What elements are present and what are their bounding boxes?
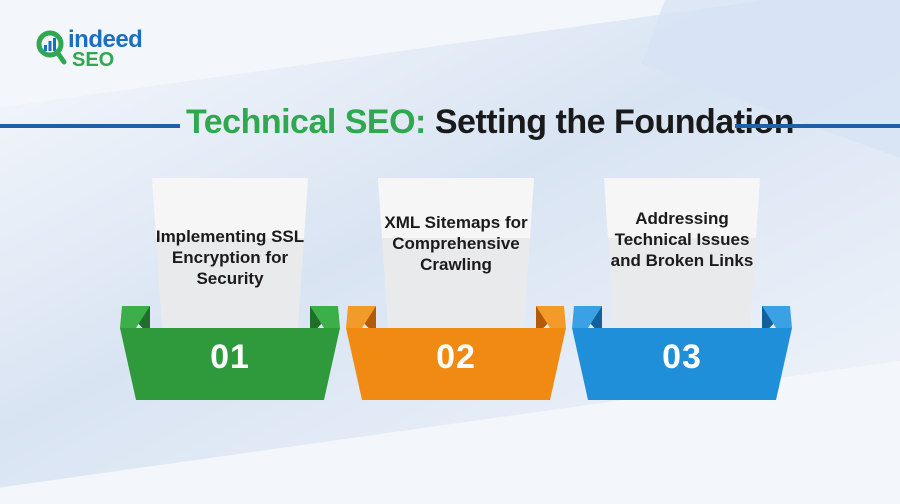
- step-text: Implementing SSL Encryption for Security: [155, 227, 305, 288]
- step-number: 01: [210, 338, 250, 376]
- step-card-1: Implementing SSL Encryption for Security…: [112, 178, 348, 408]
- logo-brand: indeed: [68, 26, 143, 53]
- step-text: Addressing Technical Issues and Broken L…: [610, 209, 754, 270]
- step-card-2: XML Sitemaps for Comprehensive Crawling …: [338, 178, 574, 408]
- step-card-graphic: [346, 178, 566, 400]
- page-title: Technical SEO: Setting the Foundation: [186, 102, 795, 142]
- title-highlight: Technical SEO:: [186, 103, 426, 141]
- step-card-3: Addressing Technical Issues and Broken L…: [564, 178, 800, 408]
- step-number: 02: [436, 338, 476, 376]
- title-row: Technical SEO: Setting the Foundation: [0, 100, 900, 146]
- logo: indeed SEO: [36, 28, 176, 78]
- step-card-graphic: [572, 178, 792, 400]
- title-divider-right: [735, 124, 900, 128]
- title-rest: Setting the Foundation: [425, 103, 795, 141]
- title-divider-left: [0, 124, 180, 128]
- step-card-graphic: [120, 178, 340, 400]
- logo-sub: SEO: [72, 49, 115, 71]
- step-text: XML Sitemaps for Comprehensive Crawling: [384, 213, 528, 274]
- magnifier-chart-icon: [36, 30, 67, 65]
- step-number: 03: [662, 338, 702, 376]
